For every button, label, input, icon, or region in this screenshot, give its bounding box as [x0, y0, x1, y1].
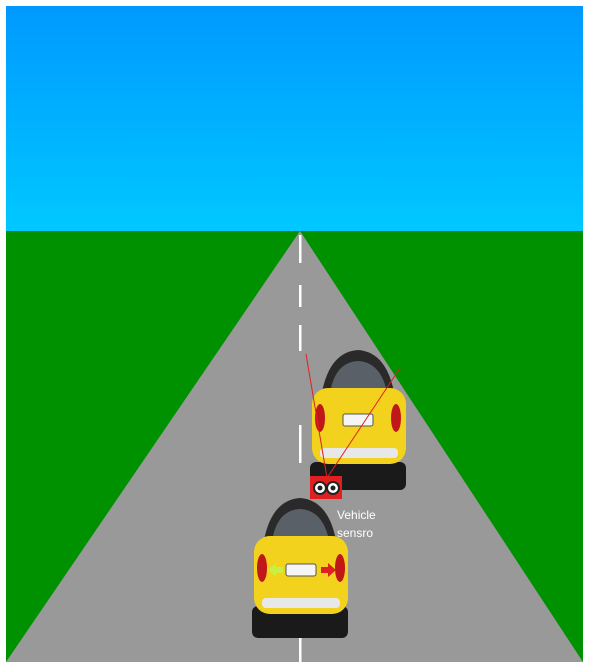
sensor-label: Vehicle sensro [337, 506, 376, 542]
vehicle-sensor-icon [310, 476, 342, 499]
sensor-label-line1: Vehicle [337, 506, 376, 524]
sky [6, 6, 583, 231]
sensor-label-line2: sensro [337, 524, 376, 542]
